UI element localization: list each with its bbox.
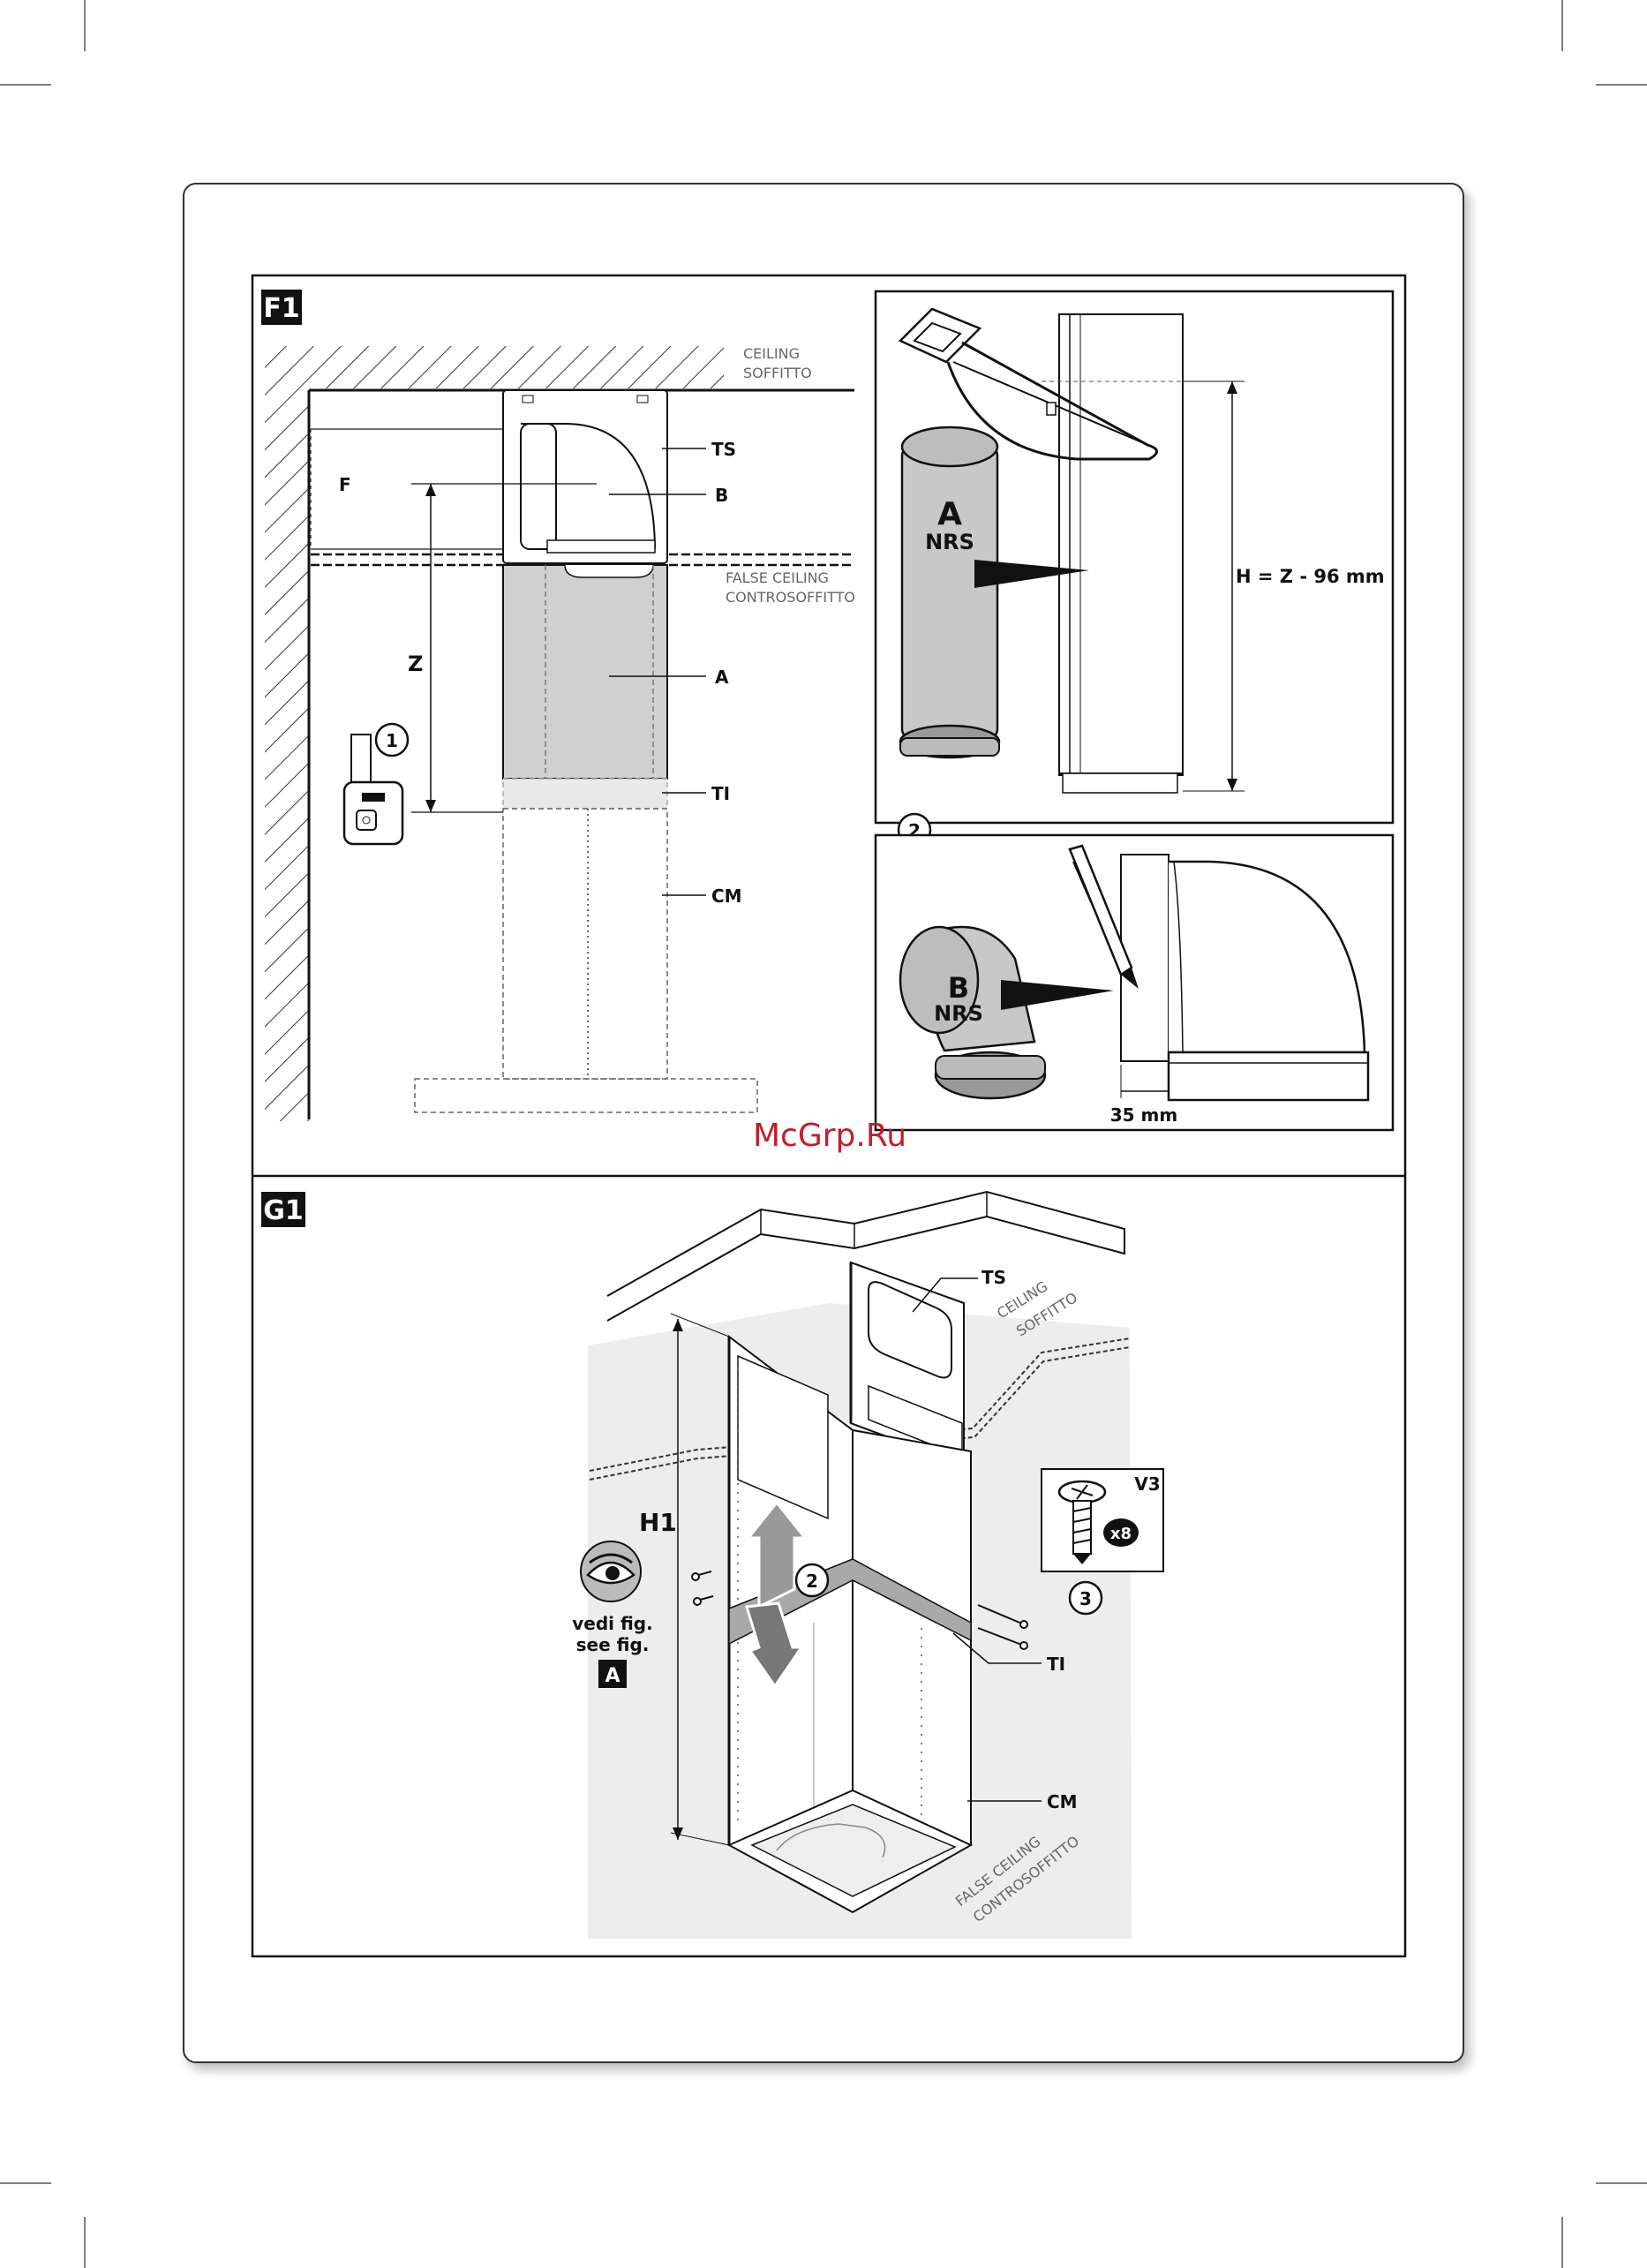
duct-a-inlet xyxy=(565,565,653,577)
panel-b-dimension: 35 mm xyxy=(1110,1104,1177,1126)
f1-label-f: F xyxy=(339,474,351,495)
ti-frame xyxy=(503,779,667,809)
wall-hatch xyxy=(265,388,309,1121)
screw-v3-code: V3 xyxy=(1134,1473,1160,1495)
panel-b-letter: B xyxy=(948,971,969,1005)
g1-label-h1: H1 xyxy=(639,1508,677,1537)
elbow-b-collar xyxy=(521,424,556,549)
g1-label-cm: CM xyxy=(1047,1791,1078,1812)
g1-badge: G1 xyxy=(263,1195,304,1226)
g1-step-3-number: 3 xyxy=(1079,1588,1092,1609)
panel-a-code: NRS xyxy=(925,530,974,554)
elbow-b-outlet xyxy=(547,540,655,553)
ceiling-label-it: SOFFITTO xyxy=(743,365,812,381)
f1-label-z: Z xyxy=(408,652,423,676)
f1-label-cm: CM xyxy=(711,885,742,907)
g1-step-2-number: 2 xyxy=(806,1571,818,1592)
g1-label-ts: TS xyxy=(981,1267,1006,1288)
panel-a-letter: A xyxy=(937,496,962,532)
f1-badge: F1 xyxy=(263,293,299,324)
see-fig-it: vedi fig. xyxy=(572,1613,652,1634)
f1-label-a: A xyxy=(715,667,729,688)
ceiling-hatch xyxy=(265,346,724,388)
f1-label-ti: TI xyxy=(711,783,730,804)
false-ceiling-label-it: CONTROSOFFITTO xyxy=(726,589,855,606)
see-fig-ref: A xyxy=(605,1665,620,1687)
g1-label-ti: TI xyxy=(1047,1654,1065,1675)
panel-b-code: NRS xyxy=(934,1001,983,1026)
ceiling-label-en: CEILING xyxy=(743,345,800,362)
duct-a xyxy=(503,565,667,779)
f1-label-b: B xyxy=(715,485,728,506)
watermark: McGrp.Ru xyxy=(753,1118,906,1154)
eye-icon xyxy=(581,1541,641,1601)
screw-qty: x8 xyxy=(1110,1525,1132,1543)
see-fig-en: see fig. xyxy=(576,1634,650,1655)
false-ceiling-label-en: FALSE CEILING xyxy=(726,569,829,586)
panel-a-formula: H = Z - 96 mm xyxy=(1236,566,1385,587)
f1-label-ts: TS xyxy=(711,439,736,460)
duct-a-roll-icon xyxy=(900,427,999,757)
step-1-number: 1 xyxy=(386,730,398,751)
